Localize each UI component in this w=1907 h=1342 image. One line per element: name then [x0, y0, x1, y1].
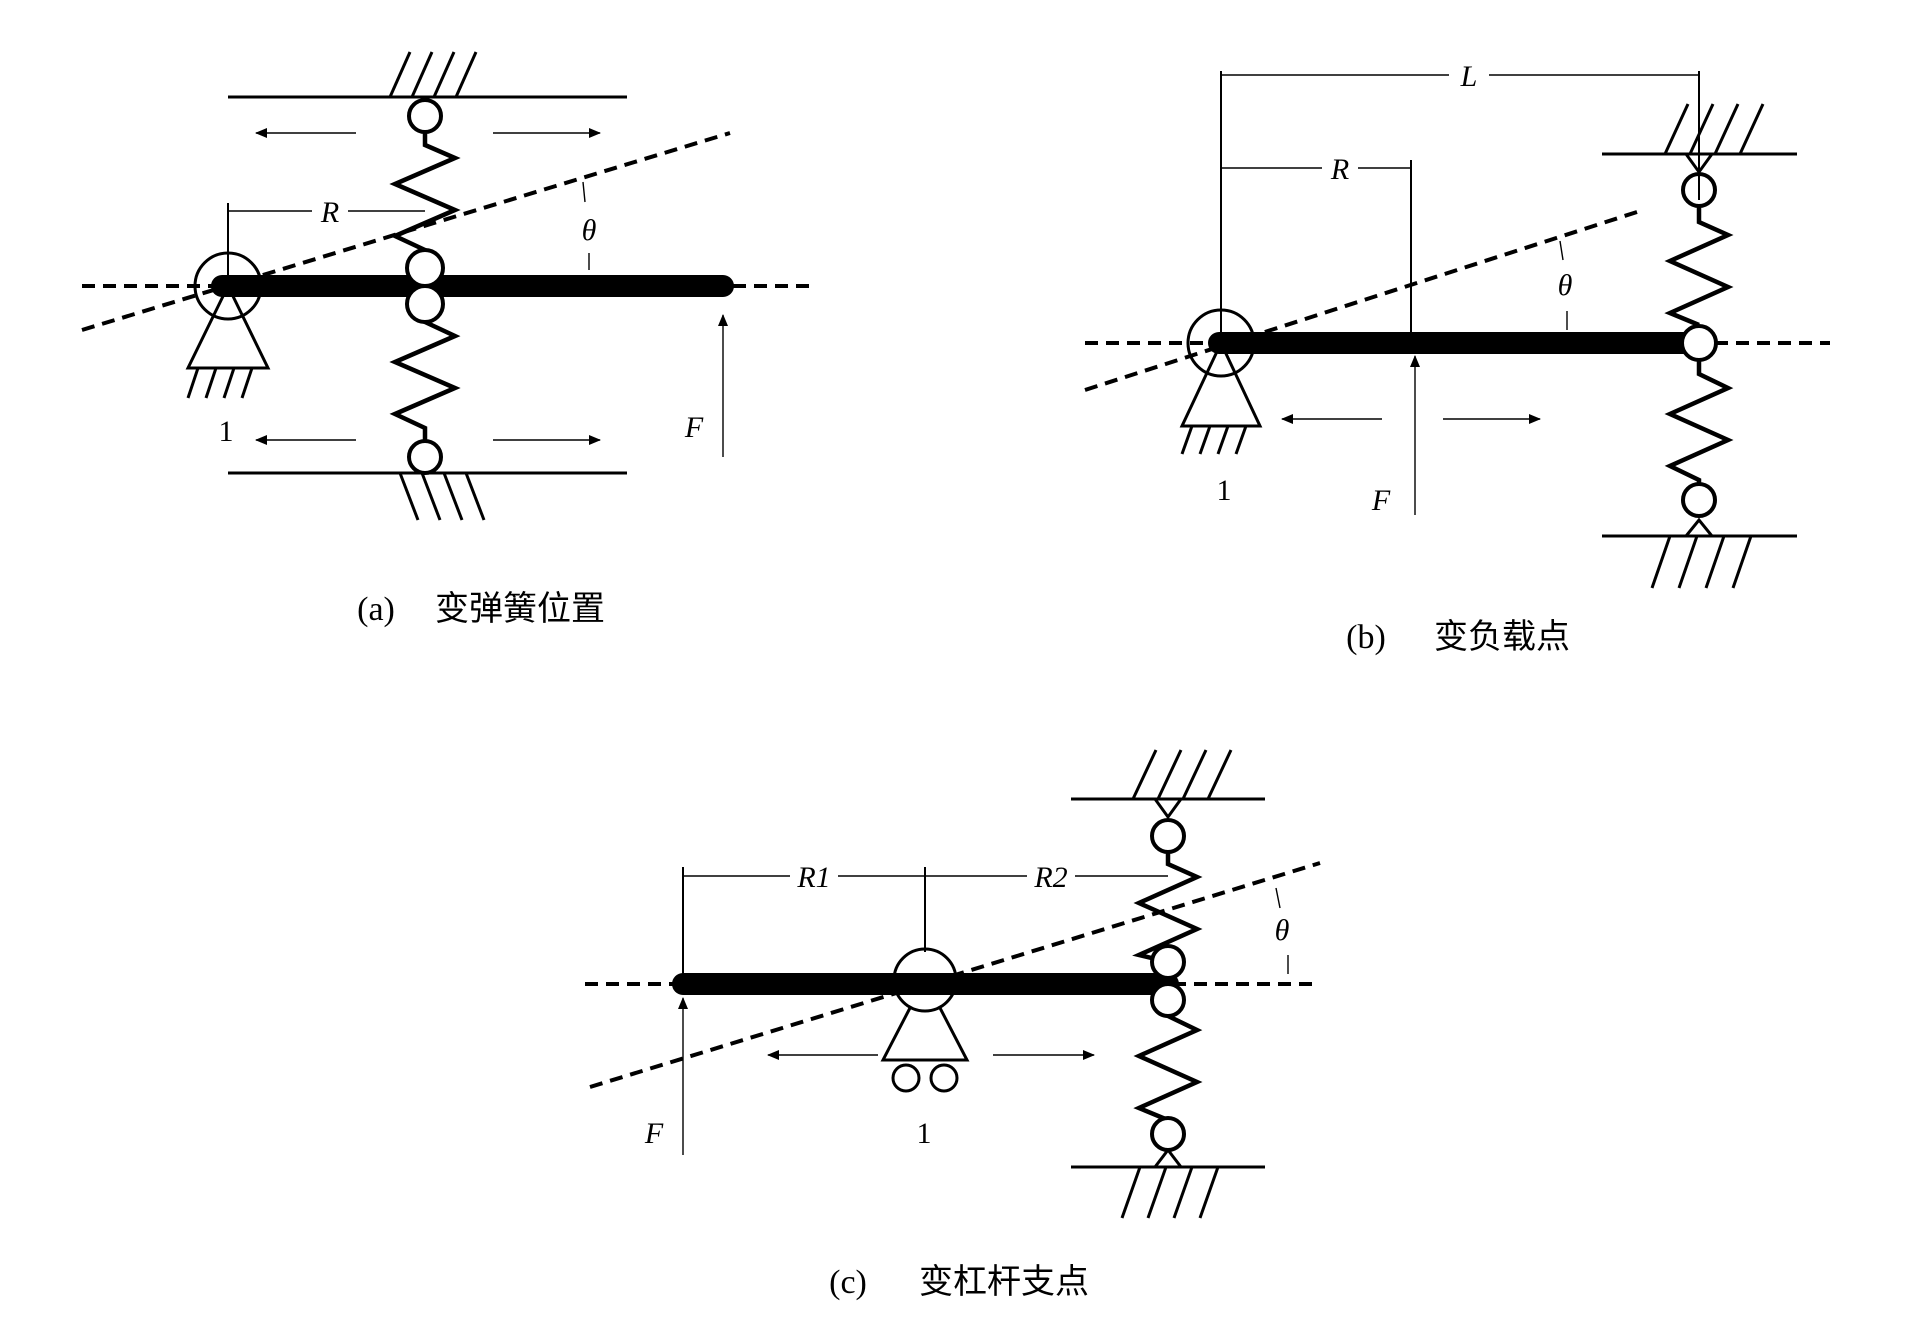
- force-label: F: [1371, 484, 1391, 517]
- upper-spring-pin: [407, 98, 443, 134]
- theta-leader-upper: [1275, 887, 1281, 909]
- node-label: 1: [1217, 474, 1232, 507]
- lower-mount: [1151, 1147, 1185, 1169]
- lower-mount: [1682, 517, 1716, 538]
- caption-text: 变负载点: [1434, 618, 1570, 656]
- spring-joint-bottom: [405, 284, 445, 324]
- pivot-triangle: [880, 1005, 970, 1062]
- caption-tag: (a): [357, 591, 395, 628]
- lower-spring: [1664, 360, 1734, 498]
- lower-ground-hatch: [1650, 535, 1753, 589]
- theta-leader-upper: [1559, 240, 1564, 261]
- pivot-triangle: [185, 282, 271, 370]
- lower-spring: [1133, 1000, 1203, 1132]
- spring-joint-top: [1150, 944, 1186, 980]
- pivot-triangle: [1179, 339, 1263, 428]
- node-label: 1: [917, 1117, 932, 1150]
- lower-ground-hatch: [398, 472, 486, 521]
- lower-spring-pin: [407, 439, 443, 475]
- caption-tag: (c): [829, 1264, 867, 1301]
- spring-joint-top: [405, 248, 445, 288]
- r1-label: R1: [796, 861, 830, 894]
- lower-spring-pin: [1681, 482, 1717, 518]
- r-label: R: [320, 196, 339, 229]
- lower-spring-pin: [1150, 1116, 1186, 1152]
- upper-ground-hatch: [1663, 103, 1765, 155]
- upper-spring: [389, 120, 461, 266]
- pivot-roller-left: [891, 1063, 921, 1093]
- force-label: F: [644, 1117, 664, 1150]
- spring-joint: [1680, 324, 1718, 362]
- force-label: F: [684, 411, 704, 444]
- theta-label: θ: [1558, 269, 1573, 302]
- l-label: L: [1460, 60, 1478, 93]
- upper-spring: [1664, 200, 1734, 328]
- panel-b: L R θ F 1 (b) 变负载点: [1084, 60, 1830, 656]
- caption-text: 变杠杆支点: [919, 1263, 1089, 1301]
- spring-joint-bottom: [1150, 982, 1186, 1018]
- pivot-roller-right: [929, 1063, 959, 1093]
- caption-tag: (b): [1346, 619, 1386, 656]
- panel-c: R1 R2 θ F 1 (c) 变杠杆支点: [585, 749, 1321, 1301]
- pivot-ground-hatch: [186, 367, 254, 399]
- panel-a: R θ F 1 (a) 变弹簧位置: [81, 51, 815, 628]
- node-label: 1: [219, 415, 234, 448]
- upper-ground-hatch: [1131, 749, 1233, 800]
- upper-ground-hatch: [388, 51, 478, 98]
- theta-label: θ: [1275, 914, 1290, 947]
- theta-leader-upper: [582, 181, 586, 203]
- upper-spring-pin: [1150, 818, 1186, 854]
- r-label: R: [1330, 153, 1349, 186]
- caption-text: 变弹簧位置: [435, 590, 605, 628]
- upper-mount: [1152, 797, 1184, 820]
- lower-spring: [389, 306, 461, 448]
- theta-label: θ: [582, 214, 597, 247]
- rotated-dashed-line: [1084, 209, 1641, 392]
- r2-label: R2: [1033, 861, 1067, 894]
- pivot-ground-hatch: [1180, 425, 1248, 455]
- lower-ground-hatch: [1120, 1166, 1220, 1219]
